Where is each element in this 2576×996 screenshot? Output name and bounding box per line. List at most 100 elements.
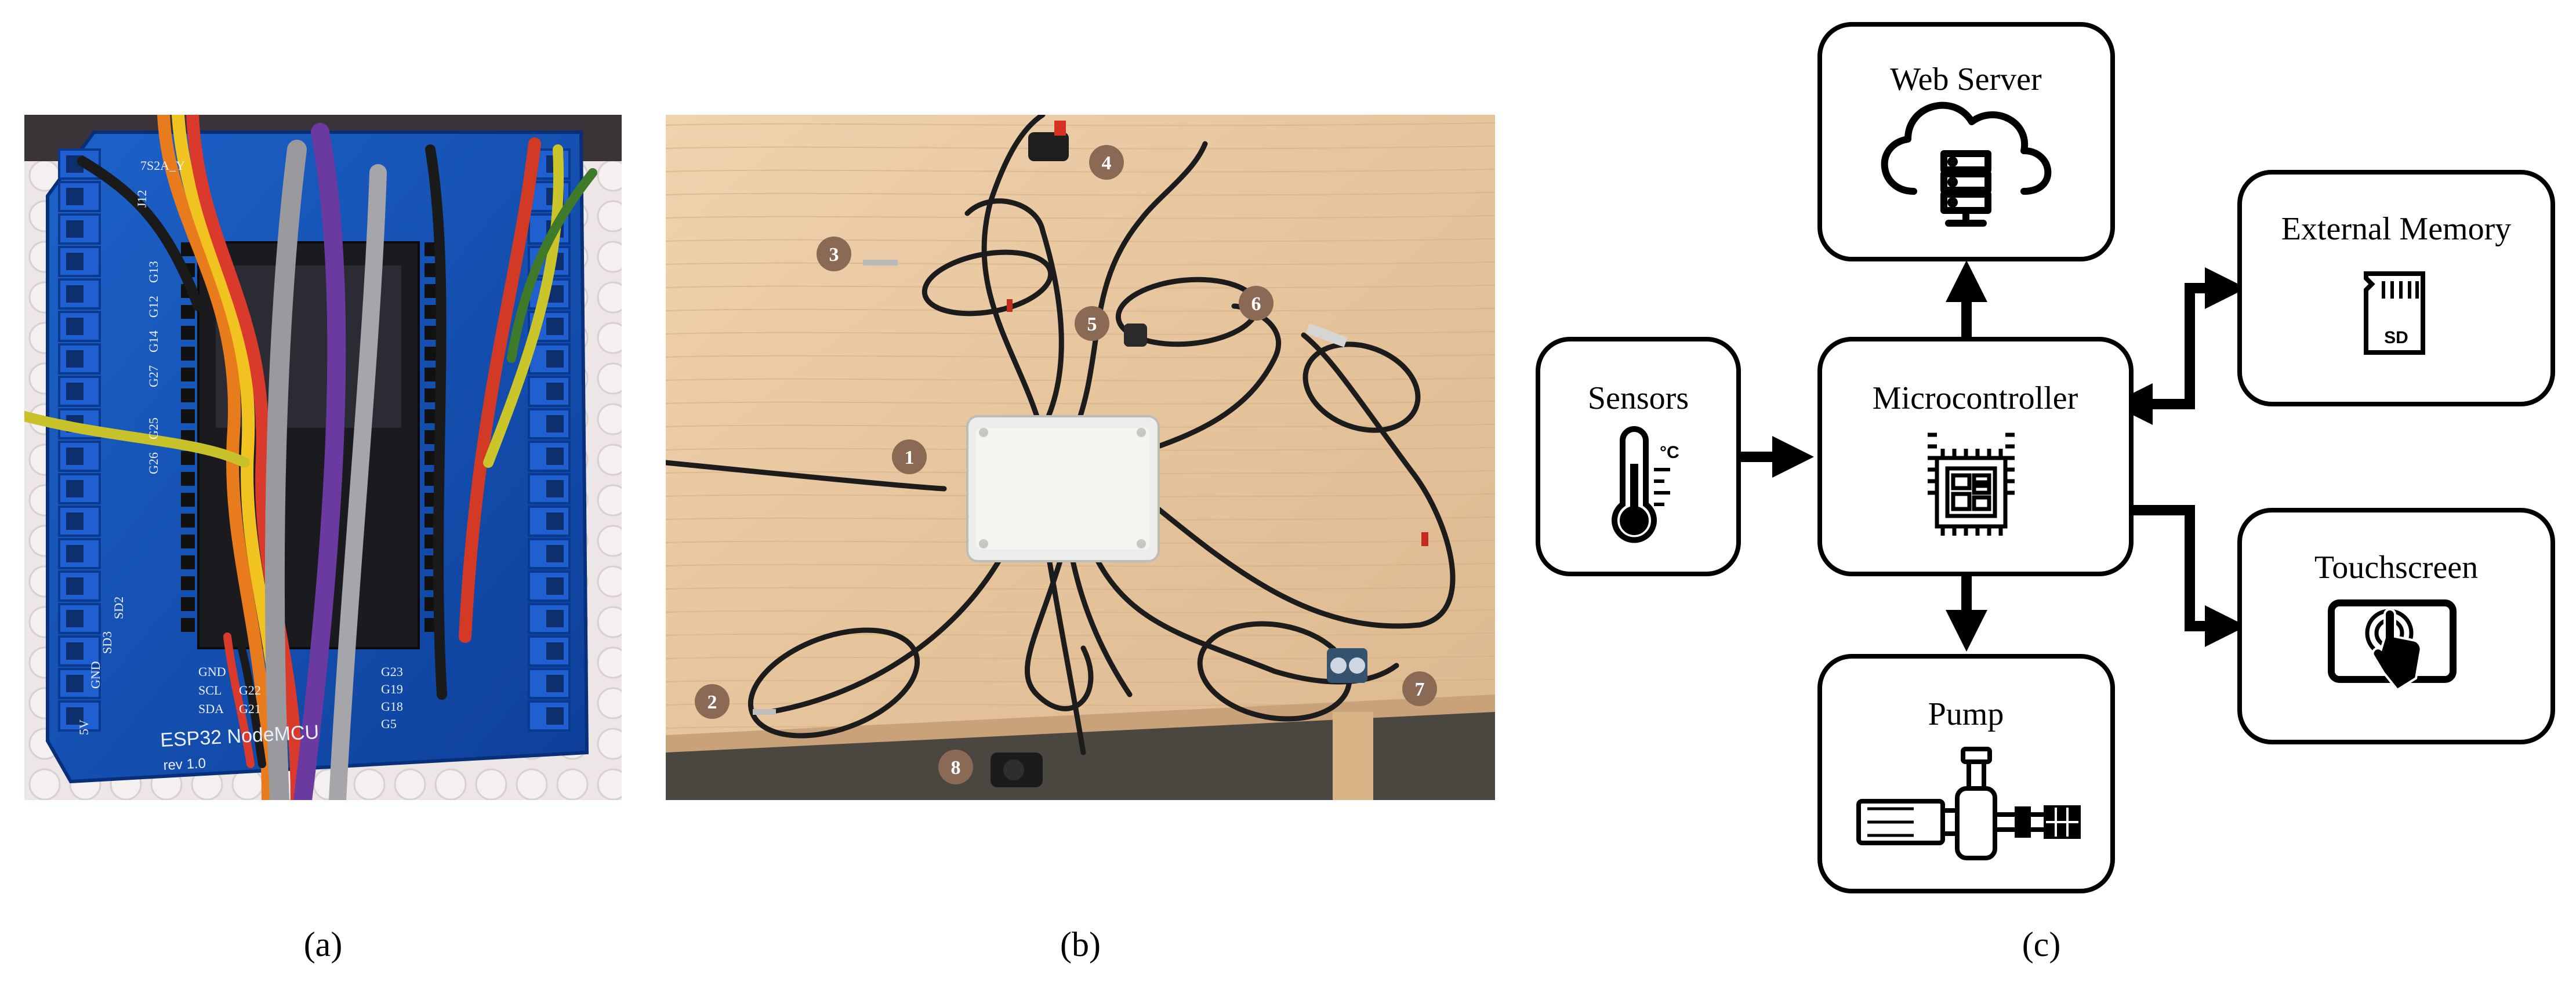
screw-terminal [58, 246, 101, 277]
header-pin [181, 347, 195, 361]
sensor-probe-2 [753, 709, 776, 715]
chip-icon [1928, 432, 2015, 536]
label-microcontroller: Microcontroller [1873, 380, 2078, 416]
pin-label-g13: G13 [146, 261, 161, 283]
water-level-sensor-8 [991, 753, 1043, 787]
svg-text:7: 7 [1415, 679, 1425, 700]
block-web-server [1817, 22, 2115, 261]
screw-terminal [58, 441, 101, 472]
photo-label-5: 5 [1075, 306, 1109, 341]
label-web-server: Web Server [1890, 61, 2042, 97]
label-pump: Pump [1928, 696, 2004, 732]
screw-terminal [528, 473, 571, 504]
pin-label-g14: G14 [146, 330, 161, 352]
pin-label-g23: G23 [381, 664, 403, 679]
pin-label-g5: G5 [381, 717, 397, 731]
photo-sensor-wiring: 1 2 3 4 5 6 7 8 [666, 115, 1495, 800]
controller-enclosure [966, 415, 1160, 562]
caption-b: (b) [1060, 925, 1101, 964]
svg-text:3: 3 [829, 244, 839, 266]
photo-esp32-board: ESP32 NodeMCU rev 1.0 GND SCL SDA G22 G2… [24, 115, 622, 800]
pin-label-5v: 5V [77, 719, 91, 735]
pin-label-g21: G21 [239, 701, 261, 716]
sensor-flow-meter [1028, 121, 1069, 161]
photo-label-3: 3 [817, 237, 851, 271]
diagram-connectors [1739, 260, 2247, 652]
screw-terminal [528, 376, 571, 407]
pump-icon [1856, 747, 2081, 860]
header-pin [181, 409, 195, 423]
cloud-server-icon [1881, 101, 2052, 227]
header-pin [181, 368, 195, 381]
pin-label-sda: SDA [198, 701, 224, 716]
screw-terminal [58, 570, 101, 602]
photo-label-2: 2 [695, 684, 730, 719]
pin-label-g19: G19 [381, 682, 403, 696]
block-diagram: Web Server External Memory Sensors Micro… [1508, 0, 2576, 993]
svg-text:1: 1 [905, 447, 915, 468]
sensor-ultrasonic-7 [1327, 648, 1367, 683]
screw-terminal [528, 603, 571, 634]
screw-terminal [528, 538, 571, 569]
screw-terminal [58, 376, 101, 407]
sensor-probe-3 [863, 260, 898, 266]
arrow-mcu-to-touchscreen [2131, 505, 2247, 647]
photo-label-8: 8 [938, 750, 973, 784]
screw-terminal [58, 278, 101, 310]
svg-text:8: 8 [951, 757, 961, 779]
photo-label-7: 7 [1402, 671, 1437, 706]
screw-terminal [528, 343, 571, 375]
pin-label-g25: G25 [146, 417, 161, 439]
header-pin [181, 555, 195, 569]
screw-terminal [58, 603, 101, 634]
screw-terminal [58, 343, 101, 375]
block-sensors [1536, 337, 1741, 576]
screw-terminal [58, 181, 101, 212]
screw-terminal [528, 635, 571, 667]
screw-terminal [58, 538, 101, 569]
screw-terminal [528, 408, 571, 439]
label-sensors: Sensors [1588, 380, 1689, 416]
screw-terminal [58, 635, 101, 667]
label-touchscreen: Touchscreen [2314, 550, 2478, 586]
header-pin [181, 514, 195, 528]
header-pin [181, 493, 195, 507]
sensor-probe-6 [1305, 323, 1348, 347]
screw-terminal [58, 473, 101, 504]
header-pin [181, 388, 195, 402]
pin-label-g22: G22 [239, 683, 261, 697]
arrow-mcu-to-memory [2121, 267, 2247, 409]
pin-label-g18: G18 [381, 699, 403, 714]
pin-label-gnd: GND [198, 664, 226, 679]
pin-label-j12: J12 [135, 190, 149, 208]
pin-label-g12: G12 [146, 296, 161, 318]
jumper-wires [24, 115, 597, 800]
label-external-memory: External Memory [2281, 211, 2512, 247]
board-revision: rev 1.0 [163, 755, 206, 773]
pin-label-sd3: SD3 [100, 631, 114, 654]
header-pin [181, 618, 195, 632]
header-pin [181, 535, 195, 548]
caption-a: (a) [303, 925, 343, 964]
header-pin [181, 305, 195, 319]
screw-terminal [528, 506, 571, 537]
screw-terminal [58, 213, 101, 245]
touch-screen-icon [2328, 599, 2457, 692]
sd-card-label: SD [2384, 328, 2408, 347]
header-pin [181, 597, 195, 611]
header-pin [181, 472, 195, 486]
pin-label-gnd2: GND [88, 661, 103, 689]
header-pin [181, 326, 195, 340]
photo-label-1: 1 [892, 439, 927, 474]
pin-label-g26: G26 [146, 452, 161, 474]
photo-label-6: 6 [1239, 286, 1274, 321]
caption-c: (c) [2022, 925, 2061, 964]
svg-text:5: 5 [1087, 314, 1097, 335]
screw-terminal [58, 700, 101, 732]
svg-text:6: 6 [1251, 293, 1261, 315]
sd-card-icon: SD [2364, 271, 2425, 355]
temperature-unit: °C [1660, 443, 1679, 462]
header-pin [181, 576, 195, 590]
pin-label-scl: SCL [198, 683, 222, 697]
header-pin [181, 451, 195, 465]
